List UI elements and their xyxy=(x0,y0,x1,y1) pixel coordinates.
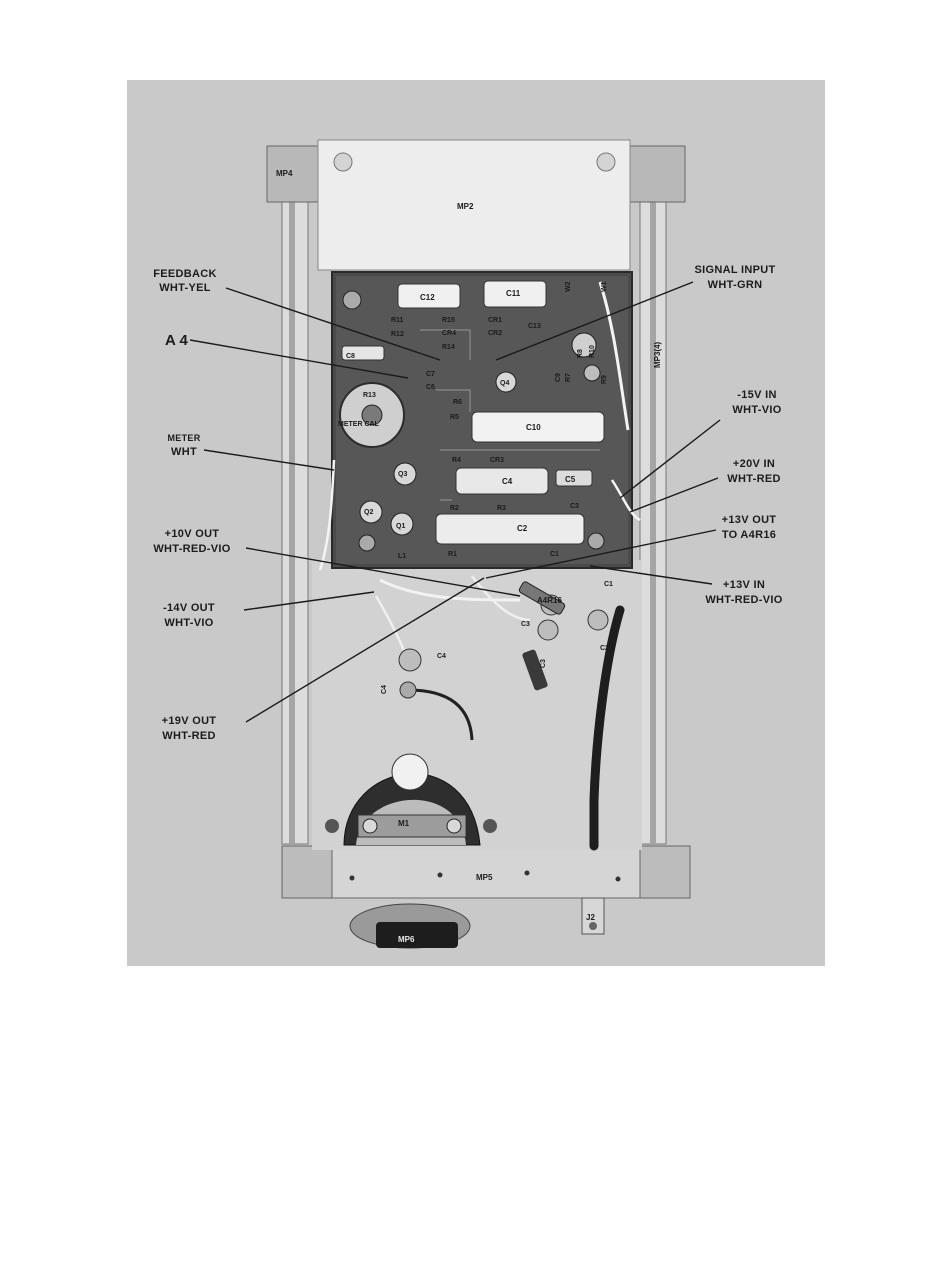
label-w2: W2 xyxy=(565,281,572,292)
leader-minus15-in xyxy=(619,419,721,499)
label-r11: R11 xyxy=(391,317,404,324)
label-c10: C10 xyxy=(526,423,541,432)
label-c8: C8 xyxy=(346,353,355,360)
label-mp4: MP4 xyxy=(276,169,293,178)
label-r13: R13 xyxy=(363,392,376,399)
leader-plus13-out xyxy=(485,529,717,579)
label-c4: C4 xyxy=(502,477,513,486)
label-c13: C13 xyxy=(528,323,541,330)
label-r4: R4 xyxy=(452,457,461,464)
label-q2: Q2 xyxy=(364,509,373,516)
label-r8: R8 xyxy=(577,349,584,358)
leader-signal-input xyxy=(495,281,694,361)
label-c4-ext2: C4 xyxy=(381,685,388,694)
label-meter-cal: METER CAL xyxy=(338,421,380,428)
mp5-plate-holes xyxy=(349,870,621,882)
lower-components xyxy=(398,581,609,699)
label-r9: R9 xyxy=(601,375,608,384)
label-mp6: MP6 xyxy=(398,935,415,944)
leader-meter xyxy=(203,449,335,471)
label-c9: C9 xyxy=(555,373,562,382)
leader-plus20-in xyxy=(629,477,719,513)
part-labels: MP4 MP2 MP3(4) C12 C11 W2 W1 R11 R12 R15… xyxy=(276,169,662,944)
label-r5: R5 xyxy=(450,414,459,421)
label-w1: W1 xyxy=(601,281,608,292)
label-r14: R14 xyxy=(442,344,455,351)
label-cr3: CR3 xyxy=(490,457,504,464)
label-c11: C11 xyxy=(506,289,521,298)
chassis-frame xyxy=(266,145,691,899)
leader-plus19-out xyxy=(245,577,485,723)
label-r12: R12 xyxy=(391,331,404,338)
label-a4r16: A4R16 xyxy=(537,596,562,605)
leader-minus14-out xyxy=(243,591,375,611)
label-c2-ext: C2 xyxy=(600,645,609,652)
label-r2: R2 xyxy=(450,505,459,512)
label-mp5: MP5 xyxy=(476,873,493,882)
label-c3-ext2: C3 xyxy=(540,659,547,668)
circuit-board-a4 xyxy=(331,271,633,569)
label-r15: R15 xyxy=(442,317,455,324)
label-c5: C5 xyxy=(565,475,576,484)
label-c4-ext: C4 xyxy=(437,653,446,660)
label-c1: C1 xyxy=(550,551,559,558)
label-c1-ext: C1 xyxy=(604,581,613,588)
label-c7: C7 xyxy=(426,371,435,378)
label-cr2: CR2 xyxy=(488,330,502,337)
mp2-panel xyxy=(317,139,631,271)
j2-connector xyxy=(581,897,605,935)
label-c12: C12 xyxy=(420,293,435,302)
label-m1: M1 xyxy=(398,819,410,828)
label-cr1: CR1 xyxy=(488,317,502,324)
chassis-photo: MP4 MP2 MP3(4) C12 C11 W2 W1 R11 R12 R15… xyxy=(127,80,825,966)
label-r1: R1 xyxy=(448,551,457,558)
label-r6: R6 xyxy=(453,399,462,406)
label-c3-ext: C3 xyxy=(521,621,530,628)
label-c2: C2 xyxy=(517,524,528,533)
label-cr4: CR4 xyxy=(442,330,456,337)
leader-plus13-in xyxy=(589,565,713,585)
label-mp3: MP3(4) xyxy=(653,341,662,368)
leader-feedback xyxy=(225,287,441,361)
label-r10: R10 xyxy=(589,345,596,358)
label-c6: C6 xyxy=(426,384,435,391)
label-r3: R3 xyxy=(497,505,506,512)
label-q4: Q4 xyxy=(500,380,509,387)
label-l1: L1 xyxy=(398,553,406,560)
meter-m1 xyxy=(325,753,497,949)
label-q3: Q3 xyxy=(398,471,407,478)
leader-lines xyxy=(189,281,721,723)
leader-plus10-out xyxy=(245,547,521,597)
leader-a4 xyxy=(189,339,409,379)
label-mp2: MP2 xyxy=(457,202,474,211)
label-c3: C3 xyxy=(570,503,579,510)
label-q1: Q1 xyxy=(396,523,405,530)
label-r7: R7 xyxy=(565,373,572,382)
label-j2: J2 xyxy=(586,913,595,922)
callout-a4: A 4 xyxy=(165,332,188,349)
